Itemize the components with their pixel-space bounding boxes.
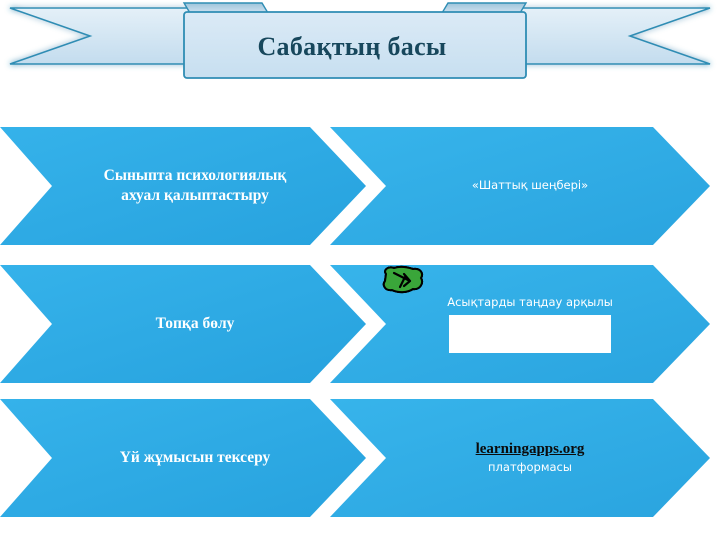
step-3-right-arrow[interactable]: learningapps.org платформасы <box>330 399 720 517</box>
step-2-left-content: Топқа бөлу <box>55 265 335 383</box>
step-1-left-arrow[interactable]: Сыныпта психологиялық ахуал қалыптастыру <box>0 127 372 245</box>
step-2-left-label: Топқа бөлу <box>155 315 235 333</box>
step-row-2: Топқа бөлу Асықтарды таңдау арқылы <box>0 265 720 383</box>
step-2-left-arrow[interactable]: Топқа бөлу <box>0 265 372 383</box>
banner-center-panel <box>183 11 527 79</box>
asyk-green-icon <box>382 265 423 294</box>
step-row-1: Сыныпта психологиялық ахуал қалыптастыру… <box>0 127 720 245</box>
asyk-knucklebones-image <box>382 265 611 354</box>
banner-left-tail <box>9 7 201 65</box>
step-3-left-content: Үй жұмысын тексеру <box>55 399 335 517</box>
step-1-right-label: «Шаттық шеңбері» <box>471 178 589 193</box>
step-1-left-label: Сыныпта психологиялық ахуал қалыптастыру <box>103 167 287 204</box>
step-2-right-arrow[interactable]: Асықтарды таңдау арқылы <box>330 265 720 383</box>
step-2-right-content: Асықтарды таңдау арқылы <box>380 265 680 383</box>
step-3-right-content: learningapps.org платформасы <box>380 399 680 517</box>
step-row-3: Үй жұмысын тексеру learningapps.org плат… <box>0 399 720 517</box>
step-1-right-arrow[interactable]: «Шаттық шеңбері» <box>330 127 720 245</box>
learningapps-link[interactable]: learningapps.org <box>475 440 585 457</box>
step-1-left-content: Сыныпта психологиялық ахуал қалыптастыру <box>55 127 335 245</box>
page-title: Сабақтың басы <box>257 32 447 61</box>
step-1-right-content: «Шаттық шеңбері» <box>380 127 680 245</box>
step-2-right-label: Асықтарды таңдау арқылы <box>447 294 613 309</box>
step-3-right-label: платформасы <box>488 459 572 474</box>
title-banner: Сабақтың басы <box>0 0 720 92</box>
step-3-left-label: Үй жұмысын тексеру <box>119 449 271 467</box>
step-3-left-arrow[interactable]: Үй жұмысын тексеру <box>0 399 372 517</box>
banner-right-tail <box>519 7 711 65</box>
